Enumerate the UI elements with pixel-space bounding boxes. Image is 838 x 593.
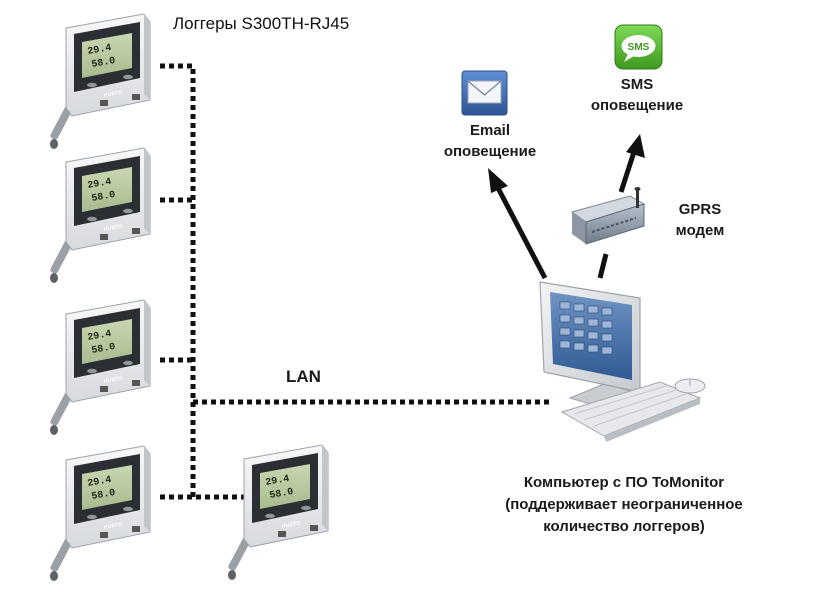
svg-text:29.4: 29.4 (87, 329, 113, 344)
svg-text:29.4: 29.4 (265, 474, 291, 489)
gprs-label-line2: модем (675, 222, 725, 239)
loggers-title: Логгеры S300TH-RJ45 (173, 14, 350, 33)
gprs-label-line1: GPRS (678, 201, 722, 218)
sms-label-line1: SMS (620, 76, 654, 93)
lan-connector-lines (160, 63, 552, 500)
svg-text:58.0: 58.0 (91, 56, 117, 71)
svg-text:58.0: 58.0 (91, 488, 117, 503)
desktop-computer-icon (539, 281, 706, 442)
svg-text:29.4: 29.4 (87, 177, 113, 192)
svg-text:29.4: 29.4 (87, 475, 113, 490)
svg-text:SMS: SMS (628, 42, 650, 53)
svg-text:29.4: 29.4 (87, 43, 113, 58)
svg-text:58.0: 58.0 (269, 487, 295, 502)
email-label-line1: Email (469, 122, 511, 139)
computer-caption: Компьютер с ПО ToMonitor (поддерживает н… (438, 472, 810, 538)
computer-caption-line3: количество логгеров) (543, 518, 705, 535)
computer-caption-line2: (поддерживает неограниченное (505, 496, 743, 513)
data-logger-device-icon: 29.4 58.0 HUATO (48, 13, 151, 150)
gprs-modem-icon (570, 187, 646, 245)
data-logger-device-icon: 29.4 58.0 HUATO (48, 445, 151, 582)
svg-text:HUATO: HUATO (281, 521, 302, 530)
svg-text:HUATO: HUATO (103, 522, 124, 531)
svg-text:HUATO: HUATO (103, 376, 124, 385)
svg-text:HUATO: HUATO (103, 90, 124, 99)
svg-text:HUATO: HUATO (103, 224, 124, 233)
data-logger-device-icon: 29.4 58.0 HUATO (48, 299, 151, 436)
lan-label: LAN (286, 367, 321, 386)
gprs-modem-label: GPRS модем (662, 199, 738, 241)
sms-bubble-icon: SMS (614, 24, 663, 70)
arrows (488, 134, 645, 280)
data-logger-device-icon: 29.4 58.0 HUATO (226, 444, 329, 581)
sms-notification-label: SMS оповещение (576, 74, 698, 116)
sms-label-line2: оповещение (590, 97, 684, 114)
computer-caption-line1: Компьютер с ПО ToMonitor (523, 474, 725, 491)
data-logger-device-icon: 29.4 58.0 HUATO (48, 147, 151, 284)
svg-text:58.0: 58.0 (91, 342, 117, 357)
email-notification-label: Email оповещение (432, 120, 548, 162)
envelope-icon (461, 70, 508, 116)
email-label-line2: оповещение (443, 143, 537, 160)
svg-text:58.0: 58.0 (91, 190, 117, 205)
